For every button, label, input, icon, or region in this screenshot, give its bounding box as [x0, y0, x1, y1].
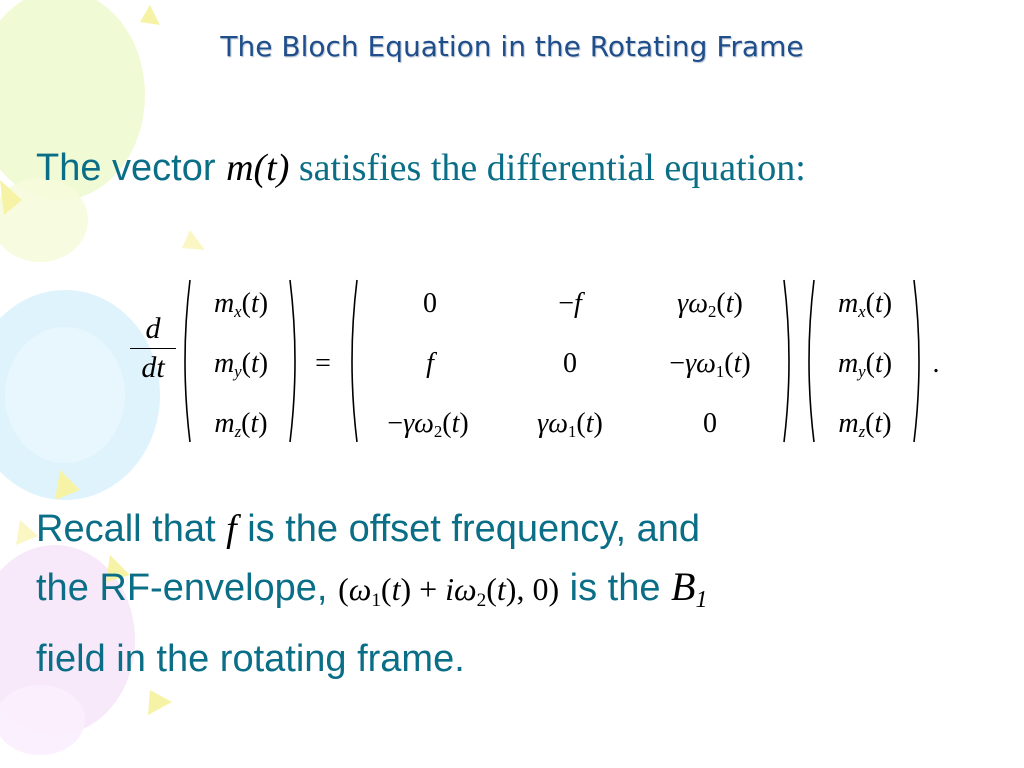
intro-paragraph: The vector m(t) satisfies the differenti… [36, 140, 976, 196]
recall-text: Recall that [36, 508, 227, 550]
vector-symbol: m(t) [226, 147, 290, 189]
matrix-entry: γω1(t) [537, 408, 603, 442]
recall-line-2: the RF-envelope, (ω1(t) + iω2(t), 0) is … [36, 558, 996, 630]
lhs-vector-entry: mx(t) [213, 288, 269, 322]
matrix-entry: 0 [563, 348, 577, 379]
rhs-vector-entry: my(t) [837, 348, 893, 382]
matrix-entry: −γω1(t) [669, 348, 751, 382]
recall-paragraph: Recall that f is the offset frequency, a… [36, 500, 996, 688]
background-blob [0, 685, 85, 755]
recall-text: is the offset frequency, and [236, 508, 700, 550]
bloch-equation: d dt = . mx(t) my(t) mz(t) 0 −f γω2(t) f… [130, 272, 950, 450]
intro-prefix: The vector [36, 147, 227, 189]
b1-symbol: B1 [671, 564, 707, 613]
background-shard [140, 5, 160, 25]
background-blob [5, 327, 125, 463]
right-vector-close-paren [913, 279, 920, 443]
derivative-operator: d dt [130, 312, 176, 385]
matrix-entry: f [426, 348, 434, 379]
intro-rest: satisfies the differential equation: [289, 147, 806, 189]
background-shard [16, 520, 38, 545]
matrix-open-paren [351, 279, 358, 443]
right-vector-open-paren [808, 279, 815, 443]
left-vector-close-paren [289, 279, 296, 443]
rhs-vector-entry: mz(t) [838, 408, 892, 442]
background-shard [148, 690, 172, 715]
recall-line-3: field in the rotating frame. [36, 637, 465, 680]
background-shard [182, 230, 205, 250]
lhs-vector-entry: mz(t) [214, 408, 268, 442]
rhs-vector-entry: mx(t) [837, 288, 893, 322]
equals-sign: = [315, 348, 331, 379]
matrix-entry: γω2(t) [677, 288, 743, 322]
derivative-denominator: dt [141, 351, 165, 384]
recall-line-1: Recall that f is the offset frequency, a… [36, 500, 996, 558]
rf-envelope-expression: (ω1(t) + iω2(t), 0) [338, 571, 560, 611]
matrix-entry: −f [558, 288, 582, 319]
matrix-close-paren [783, 279, 790, 443]
derivative-numerator: d [145, 312, 161, 345]
matrix-entry: 0 [423, 288, 437, 319]
offset-frequency-symbol: f [226, 508, 237, 550]
fraction-bar [130, 348, 176, 349]
background-blob [0, 178, 88, 262]
slide-title: The Bloch Equation in the Rotating Frame [220, 30, 804, 63]
equation-period: . [932, 348, 940, 379]
b1-subscript: 1 [695, 587, 708, 614]
background-shard [55, 470, 80, 500]
background-blob [0, 0, 145, 200]
background-shard [0, 180, 22, 215]
matrix-entry: 0 [703, 408, 717, 439]
matrix-entry: −γω2(t) [387, 408, 469, 442]
recall-text: the RF-envelope, [36, 567, 339, 609]
b1-letter: B [671, 564, 696, 609]
background-shard [106, 555, 130, 582]
recall-text: is the [559, 567, 672, 609]
lhs-vector-entry: my(t) [213, 348, 269, 382]
left-vector-open-paren [184, 279, 191, 443]
